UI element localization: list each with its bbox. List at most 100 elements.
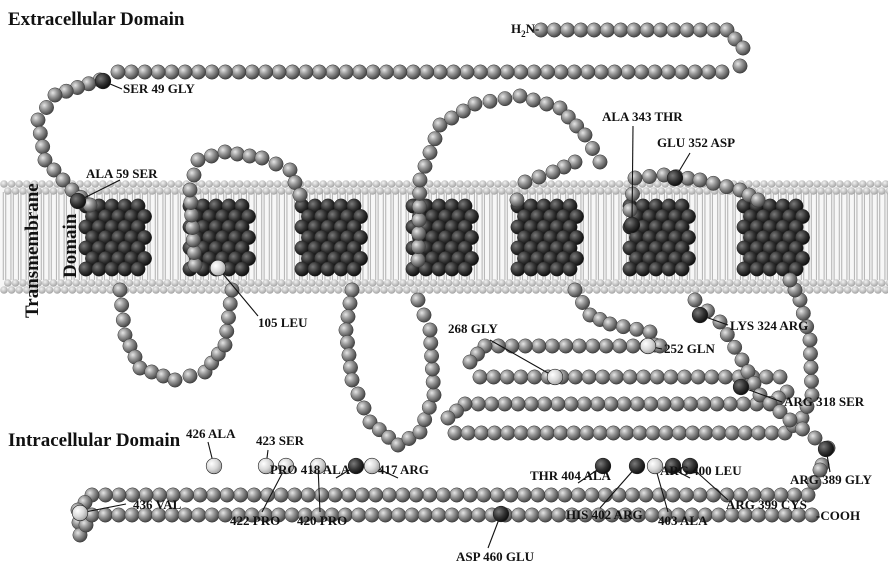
lipid-head: [639, 286, 647, 294]
lipid-head: [278, 279, 286, 287]
residue: [413, 173, 427, 187]
residue: [725, 426, 739, 440]
residue: [719, 179, 733, 193]
residue: [783, 413, 797, 427]
residue: [168, 373, 182, 387]
lipid-tail: [291, 192, 292, 280]
residue: [547, 23, 561, 37]
mutation-site: [640, 338, 656, 354]
residue: [339, 65, 353, 79]
residue: [204, 149, 218, 163]
lipid-tail: [816, 192, 817, 280]
lipid-head: [350, 180, 358, 188]
lipid-head: [270, 279, 278, 287]
lipid-head: [825, 279, 833, 287]
lipid-head: [859, 180, 867, 188]
lipid-head: [361, 187, 369, 195]
mutation-site: [624, 217, 640, 233]
lipid-head: [433, 180, 441, 188]
lipid-head: [445, 279, 453, 287]
lipid-head: [502, 286, 510, 294]
residue: [685, 426, 699, 440]
mutation-label: 403 ALA: [658, 513, 708, 528]
lipid-tail: [590, 192, 591, 280]
lipid-head: [285, 279, 293, 287]
residue: [343, 296, 357, 310]
intracellular-domain-label: Intracellular Domain: [8, 430, 181, 451]
lipid-head: [817, 279, 825, 287]
residue: [352, 65, 366, 79]
residue: [423, 323, 437, 337]
residue: [411, 226, 425, 240]
residue: [587, 23, 601, 37]
residue: [670, 397, 684, 411]
lipid-head: [164, 187, 172, 195]
helix-residue: [511, 262, 525, 276]
helix-residue: [458, 262, 472, 276]
residue: [486, 370, 500, 384]
lipid-head: [369, 279, 377, 287]
lipid-head: [456, 286, 464, 294]
residue: [218, 145, 232, 159]
lipid-tail: [621, 192, 622, 280]
residue: [727, 340, 741, 354]
lipid-head: [369, 187, 377, 195]
lipid-head: [851, 180, 859, 188]
mutation-site: [72, 505, 88, 521]
mutation-label: HIS 402 ARG: [566, 507, 643, 522]
residue: [184, 208, 198, 222]
lipid-head: [327, 180, 335, 188]
residue: [614, 23, 628, 37]
lipid-tail: [697, 192, 698, 280]
mutation-label: SER 49 GLY: [123, 81, 195, 96]
lipid-head: [521, 279, 529, 287]
lipid-tail: [165, 192, 166, 280]
lipid-head: [175, 286, 183, 294]
helix-residue: [308, 262, 322, 276]
mutation-label: 252 GLN: [664, 341, 716, 356]
lipid-head: [597, 187, 605, 195]
residue: [405, 508, 419, 522]
lipid-head: [471, 180, 479, 188]
residue: [183, 369, 197, 383]
lipid-head: [175, 180, 183, 188]
lipid-head: [251, 286, 259, 294]
lipid-head: [711, 279, 719, 287]
residue: [138, 65, 152, 79]
lipid-head: [152, 286, 160, 294]
residue: [365, 508, 379, 522]
residue: [193, 488, 207, 502]
mutation-site: [629, 458, 645, 474]
lipid-head: [217, 279, 225, 287]
lipid-head: [844, 180, 852, 188]
residue: [220, 488, 234, 502]
lipid-head: [517, 286, 525, 294]
residue: [498, 91, 512, 105]
helix-residue: [636, 262, 650, 276]
lipid-head: [133, 187, 141, 195]
residue: [804, 360, 818, 374]
lipid-head: [247, 187, 255, 195]
lipid-head: [221, 180, 229, 188]
residue: [351, 387, 365, 401]
residue: [218, 338, 232, 352]
residue: [590, 397, 604, 411]
lipid-head: [487, 286, 495, 294]
residue: [274, 488, 288, 502]
lipid-head: [373, 180, 381, 188]
residue: [183, 183, 197, 197]
lipid-head: [145, 180, 153, 188]
lipid-head: [494, 286, 502, 294]
lipid-head: [437, 187, 445, 195]
mutation-label: 417 ARG: [378, 462, 429, 477]
residue: [343, 360, 357, 374]
lipid-head: [775, 286, 783, 294]
lipid-head: [563, 180, 571, 188]
lipid-head: [779, 187, 787, 195]
lipid-head: [399, 279, 407, 287]
lipid-head: [137, 180, 145, 188]
residue: [623, 370, 637, 384]
residue: [441, 411, 455, 425]
lipid-tail: [839, 192, 840, 280]
